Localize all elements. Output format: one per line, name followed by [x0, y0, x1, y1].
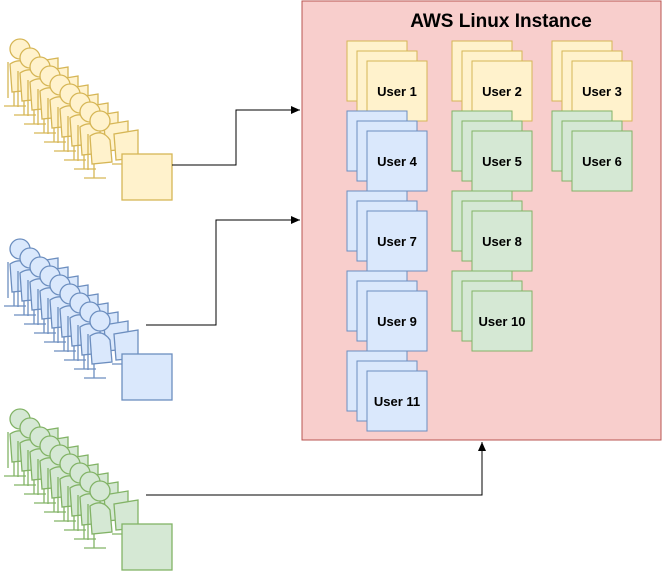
person-icon — [84, 110, 173, 201]
person-icon — [84, 310, 173, 401]
user-box-8: User 8 — [451, 190, 533, 272]
user-box-front — [366, 130, 428, 192]
user-box-front — [471, 130, 533, 192]
connector-yellow-users — [172, 106, 300, 166]
user-box-label: User 10 — [479, 314, 526, 329]
user-box-label: User 9 — [377, 314, 417, 329]
user-box-label: User 6 — [582, 154, 622, 169]
user-crowds — [4, 38, 173, 571]
user-box-front — [366, 210, 428, 272]
user-box-label: User 4 — [377, 154, 418, 169]
user-box-10: User 10 — [451, 270, 533, 352]
user-box-2: User 2 — [451, 40, 533, 122]
user-box-4: User 4 — [346, 110, 428, 192]
user-box-label: User 1 — [377, 84, 417, 99]
connectors — [146, 106, 486, 496]
blue-users — [4, 238, 173, 401]
green-users — [4, 408, 173, 571]
user-box-label: User 3 — [582, 84, 622, 99]
aws-instance-title: AWS Linux Instance — [410, 11, 592, 32]
user-boxes: User 1 User 2 User 3 User 4 User 5 User 6 User… — [346, 40, 633, 432]
user-box-label: User 2 — [482, 84, 522, 99]
user-box-front — [471, 210, 533, 272]
user-box-front — [471, 290, 533, 352]
user-box-label: User 5 — [482, 154, 522, 169]
user-box-6: User 6 — [551, 110, 633, 192]
user-box-7: User 7 — [346, 190, 428, 272]
user-box-front — [571, 130, 633, 192]
person-icon — [84, 480, 173, 571]
user-box-3: User 3 — [551, 40, 633, 122]
connector-blue-users — [146, 216, 300, 326]
connector-green-users — [146, 442, 486, 496]
user-box-front — [366, 290, 428, 352]
user-box-9: User 9 — [346, 270, 428, 352]
user-box-label: User 7 — [377, 234, 417, 249]
user-box-11: User 11 — [346, 350, 428, 432]
user-box-front — [366, 370, 428, 432]
user-box-label: User 11 — [374, 394, 420, 409]
user-box-1: User 1 — [346, 40, 428, 122]
user-box-label: User 8 — [482, 234, 522, 249]
user-box-5: User 5 — [451, 110, 533, 192]
yellow-users — [4, 38, 173, 201]
